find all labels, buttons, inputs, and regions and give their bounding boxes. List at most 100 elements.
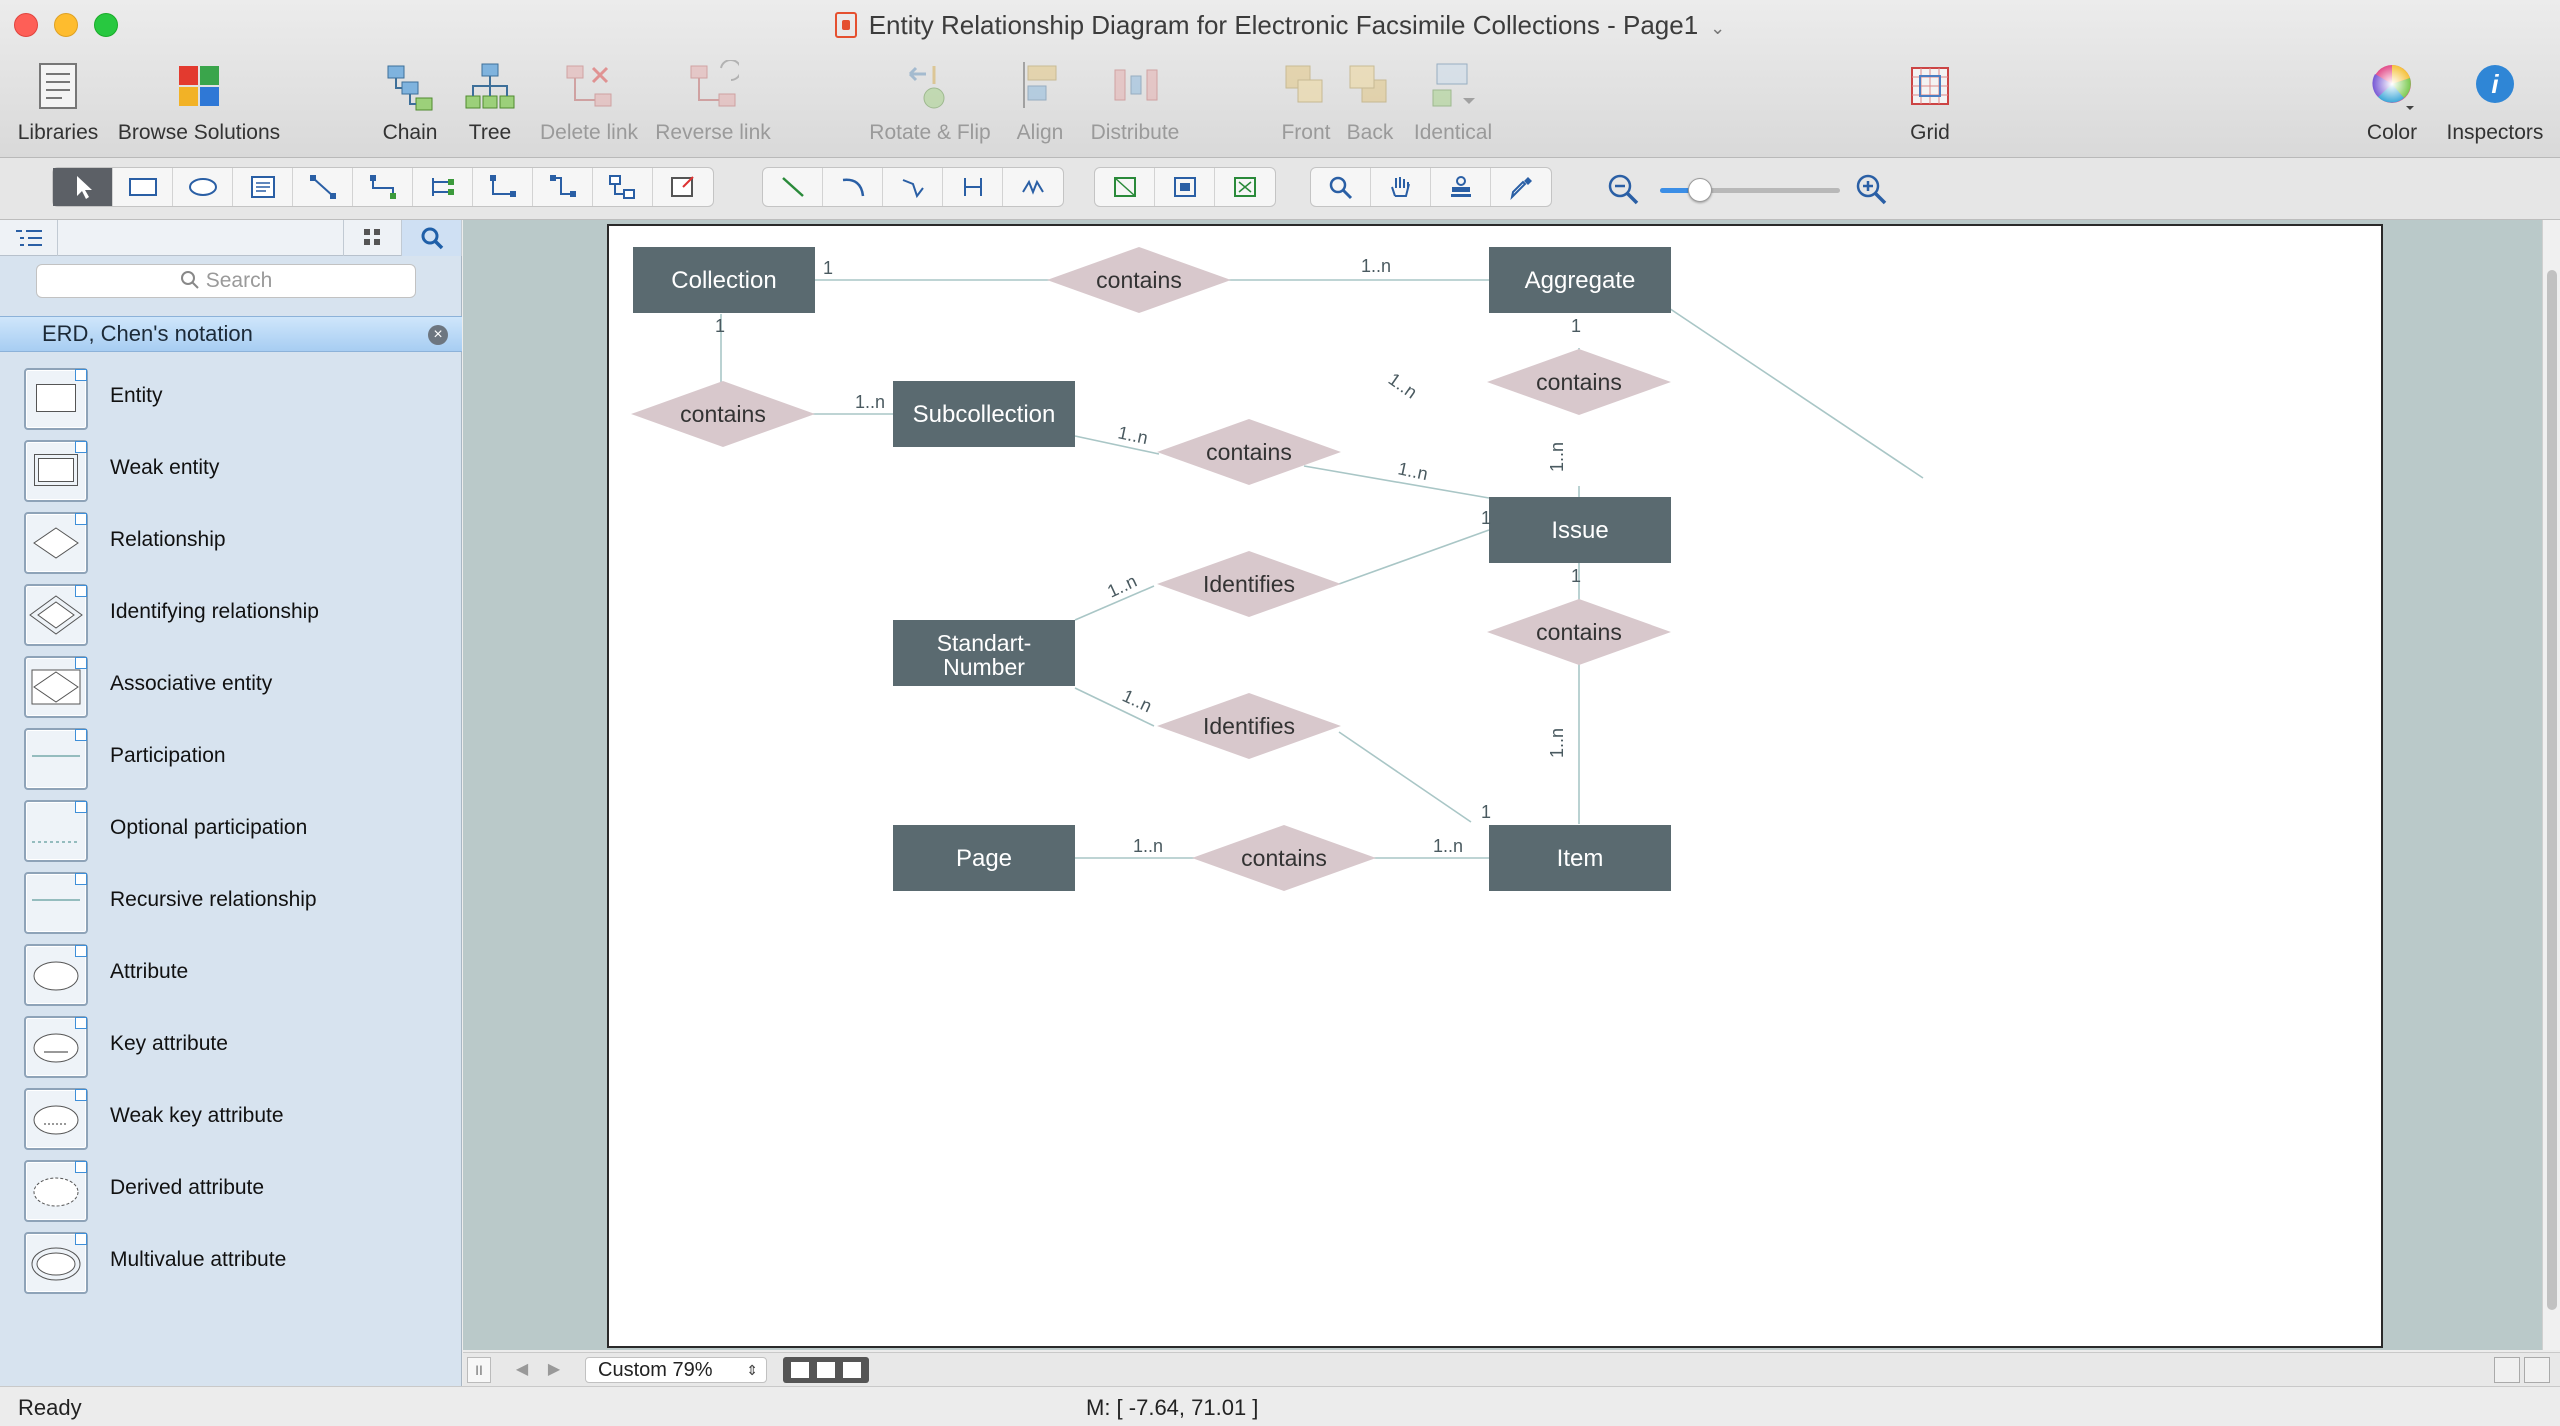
arc-tool-button[interactable] — [823, 168, 883, 206]
zoom-slider-track[interactable] — [1660, 188, 1840, 193]
library-shape-item[interactable]: Attribute — [0, 938, 462, 1010]
page-thumbnails[interactable] — [783, 1357, 869, 1383]
connector-line[interactable] — [1338, 529, 1490, 585]
library-shape-item[interactable]: Optional participation — [0, 794, 462, 866]
zoom-level-select[interactable]: Custom 79%⇕ — [585, 1357, 767, 1383]
entity-item[interactable]: Item — [1489, 825, 1671, 891]
zoom-out-icon[interactable] — [1606, 172, 1640, 206]
library-shape-item[interactable]: Derived attribute — [0, 1154, 462, 1226]
close-library-icon[interactable]: × — [428, 325, 448, 345]
fit-selection-button[interactable] — [1155, 168, 1215, 206]
entity-standart-number[interactable]: Standart-Number — [893, 620, 1075, 686]
grid-view-tab[interactable] — [344, 220, 402, 256]
connector-line[interactable] — [1074, 687, 1155, 727]
relationship-r8[interactable]: contains — [1192, 825, 1376, 891]
rotate-flip-button[interactable]: Rotate & Flip — [860, 56, 1000, 148]
library-shape-item[interactable]: Identifying relationship — [0, 578, 462, 650]
step-connector-button[interactable] — [533, 168, 593, 206]
zoom-tool-button[interactable] — [1311, 168, 1371, 206]
pan-tool-button[interactable] — [1371, 168, 1431, 206]
library-header[interactable]: ERD, Chen's notation × — [0, 316, 462, 352]
library-shape-item[interactable]: Participation — [0, 722, 462, 794]
tree-view-tab[interactable] — [0, 220, 58, 256]
libraries-button[interactable]: Libraries — [10, 56, 106, 148]
ellipse-tool-button[interactable] — [173, 168, 233, 206]
search-tab[interactable] — [402, 220, 462, 256]
rectangle-tool-button[interactable] — [113, 168, 173, 206]
vertical-scroll-thumb[interactable] — [2547, 270, 2557, 1310]
entity-subcollection[interactable]: Subcollection — [893, 381, 1075, 447]
entity-issue[interactable]: Issue — [1489, 497, 1671, 563]
align-button[interactable]: Align — [1000, 56, 1080, 148]
library-shape-item[interactable]: Entity — [0, 362, 462, 434]
relationship-r5[interactable]: Identifies — [1157, 551, 1341, 617]
zoom-slider-thumb[interactable] — [1688, 178, 1712, 202]
connector-line[interactable] — [1338, 731, 1472, 823]
front-button[interactable]: Front — [1266, 56, 1346, 148]
entity-aggregate[interactable]: Aggregate — [1489, 247, 1671, 313]
relationship-r2[interactable]: contains — [631, 381, 815, 447]
distribute-button[interactable]: Distribute — [1080, 56, 1190, 148]
direct-connector-button[interactable] — [293, 168, 353, 206]
delete-link-label: Delete link — [539, 121, 639, 144]
library-shape-item[interactable]: Associative entity — [0, 650, 462, 722]
previous-page-icon[interactable]: ◀ — [515, 1361, 529, 1378]
back-button[interactable]: Back — [1330, 56, 1410, 148]
chain-button[interactable]: Chain — [370, 56, 450, 148]
connector-line[interactable] — [1074, 585, 1155, 621]
connector-line[interactable] — [1074, 435, 1160, 455]
tree-button[interactable]: Tree — [450, 56, 530, 148]
relationship-r1[interactable]: contains — [1047, 247, 1231, 313]
next-page-icon[interactable]: ▶ — [547, 1361, 561, 1378]
relationship-r3[interactable]: contains — [1487, 349, 1671, 415]
text-tool-button[interactable] — [233, 168, 293, 206]
minimize-window-button[interactable] — [54, 13, 78, 37]
smart-connector-button[interactable] — [353, 168, 413, 206]
delete-link-button[interactable]: Delete link — [530, 56, 648, 148]
browse-solutions-button[interactable]: Browse Solutions — [112, 56, 286, 148]
library-shape-item[interactable]: Relationship — [0, 506, 462, 578]
color-button[interactable]: Color — [2352, 56, 2432, 148]
vertical-scrollbar[interactable] — [2542, 220, 2560, 1350]
title-chevron-icon[interactable]: ⌄ — [1710, 18, 1726, 38]
entity-collection[interactable]: Collection — [633, 247, 815, 313]
stamp-tool-button[interactable] — [1431, 168, 1491, 206]
fit-page-button[interactable] — [1095, 168, 1155, 206]
eyedropper-tool-button[interactable] — [1491, 168, 1551, 206]
close-window-button[interactable] — [14, 13, 38, 37]
inspectors-button[interactable]: i Inspectors — [2440, 56, 2550, 148]
fit-to-window-icon[interactable] — [2494, 1357, 2520, 1383]
curve-tool-button[interactable] — [883, 168, 943, 206]
library-shape-item[interactable]: Weak key attribute — [0, 1082, 462, 1154]
connector-line[interactable] — [1303, 465, 1490, 499]
line-tool-button[interactable] — [763, 168, 823, 206]
insert-object-button[interactable] — [653, 168, 713, 206]
library-shape-item[interactable]: Key attribute — [0, 1010, 462, 1082]
maximize-window-button[interactable] — [94, 13, 118, 37]
tree-connector-button[interactable] — [413, 168, 473, 206]
select-tool-button[interactable] — [53, 168, 113, 206]
identical-button[interactable]: Identical — [1408, 56, 1498, 148]
actual-size-icon[interactable] — [2524, 1357, 2550, 1383]
entity-page[interactable]: Page — [893, 825, 1075, 891]
fit-all-button[interactable] — [1215, 168, 1275, 206]
zoom-in-icon[interactable] — [1854, 172, 1888, 206]
library-shape-item[interactable]: Recursive relationship — [0, 866, 462, 938]
relationship-r4[interactable]: contains — [1157, 419, 1341, 485]
right-angle-connector-button[interactable] — [473, 168, 533, 206]
library-shape-item[interactable]: Weak entity — [0, 434, 462, 506]
block-connector-button[interactable] — [593, 168, 653, 206]
reverse-link-button[interactable]: Reverse link — [648, 56, 778, 148]
relationship-r7[interactable]: Identifies — [1157, 693, 1341, 759]
library-tab-blank[interactable] — [58, 220, 344, 256]
library-shape-item[interactable]: Multivalue attribute — [0, 1226, 462, 1298]
bezier-tool-button[interactable] — [943, 168, 1003, 206]
relationship-r6[interactable]: contains — [1487, 599, 1671, 665]
freehand-tool-button[interactable] — [1003, 168, 1063, 206]
pause-button[interactable]: II — [467, 1357, 491, 1383]
grid-button[interactable]: Grid — [1890, 56, 1970, 148]
connector-line[interactable] — [1626, 279, 1924, 479]
library-search-field[interactable]: Search — [36, 264, 416, 298]
